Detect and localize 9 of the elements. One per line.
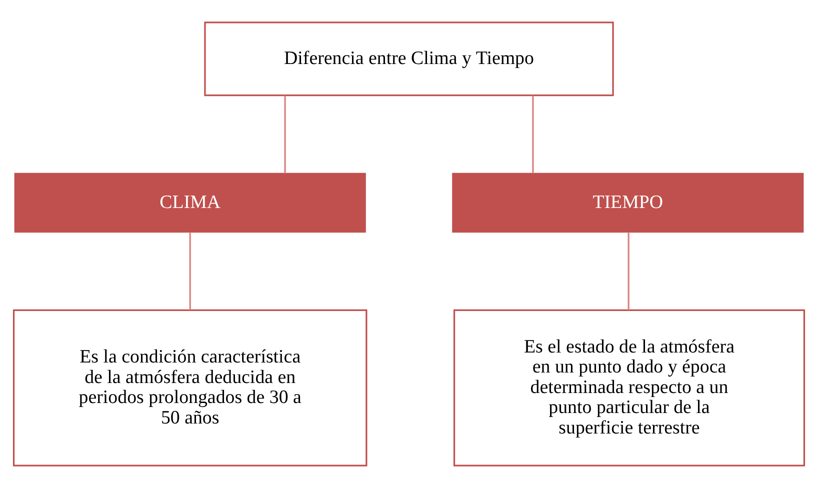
node-box: Es el estado de la atmósfera en un punto dado y época determinada respecto a un punto particular de la superficie terrestre xyxy=(453,308,806,466)
connector xyxy=(532,95,534,173)
connector xyxy=(189,232,191,310)
node-box: CLIMA xyxy=(14,172,366,232)
node-box: Diferencia entre Clima y Tiempo xyxy=(204,21,614,96)
connector xyxy=(628,232,630,310)
connector xyxy=(284,95,286,173)
node-box: TIEMPO xyxy=(452,172,804,232)
node-box: Es la condición característica de la atmósfera deducida en periodos prolongados de 30 a 50 años xyxy=(12,308,368,466)
